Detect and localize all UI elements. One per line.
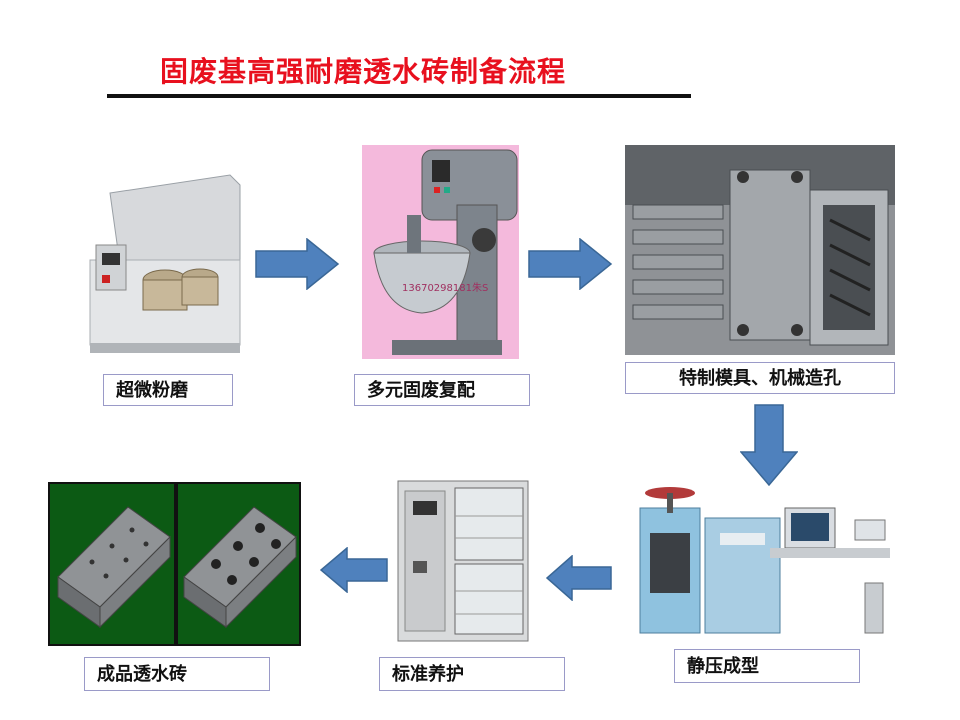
step-label-curing: 标准养护 [379,657,565,691]
arrow-right-1 [255,238,340,290]
title-underline [107,94,691,98]
press-machine-photo [625,478,895,643]
grinding-machine-photo [80,165,250,360]
page-title: 固废基高强耐磨透水砖制备流程 [160,55,567,88]
step-label-mold: 特制模具、机械造孔 [625,362,895,394]
product-brick-image-1 [48,482,176,646]
product-brick-image-2 [176,482,301,646]
step-label-pressing: 静压成型 [674,649,860,683]
mold-photo [625,145,895,355]
arrow-down [740,404,798,486]
mixer-photo: 13670298181朱S [362,145,519,359]
step-label-product: 成品透水砖 [84,657,270,691]
mixer-phone-watermark: 13670298181朱S [402,282,488,294]
curing-cabinet-photo [393,476,533,651]
arrow-right-2 [528,238,613,290]
arrow-left-1 [546,555,612,601]
step-label-grinding: 超微粉磨 [103,374,233,406]
step-label-mixing: 多元固废复配 [354,374,530,406]
arrow-left-2 [320,547,388,593]
